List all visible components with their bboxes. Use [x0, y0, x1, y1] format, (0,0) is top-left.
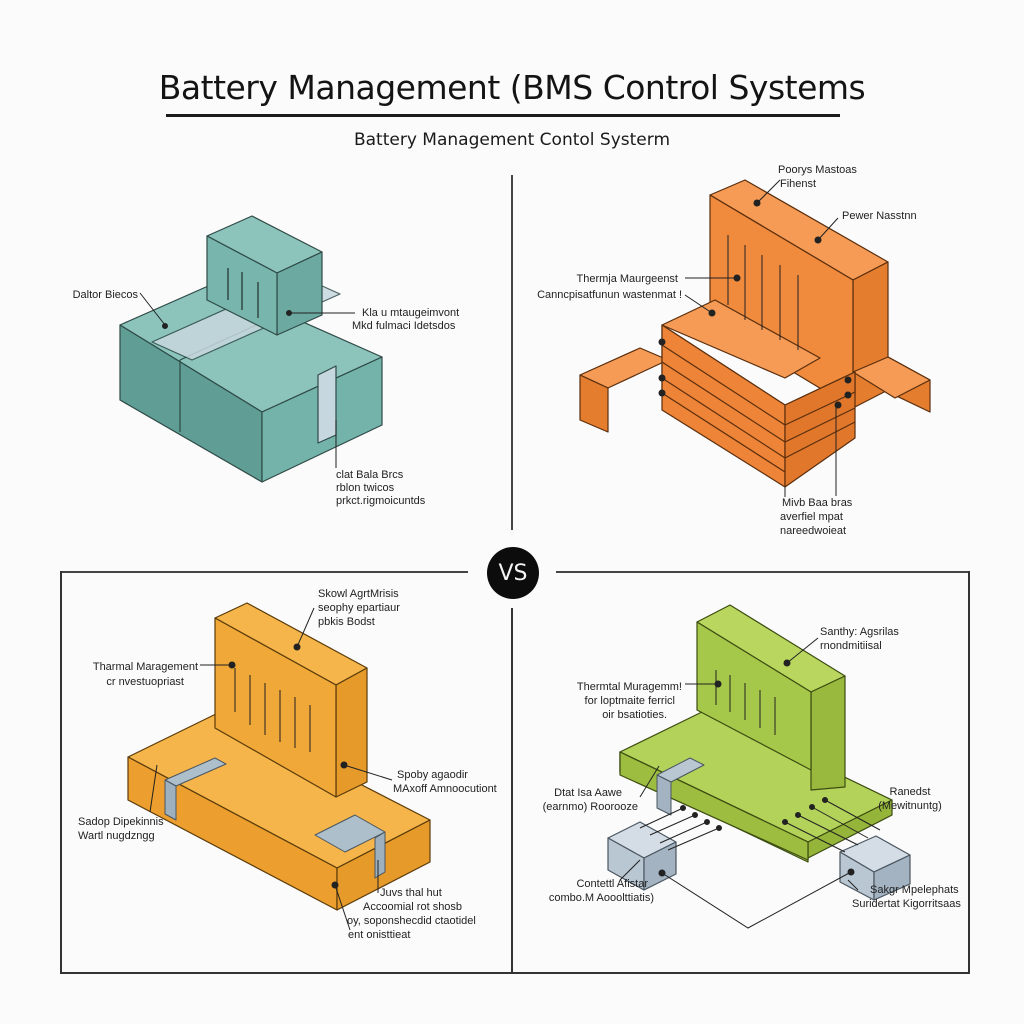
teal-label-bottom-2: rblon twicos — [336, 482, 395, 494]
teal-label-right-1: Kla u mtaugeimvont — [362, 307, 460, 319]
lime-label-left-1: Thermtal Muragemm! — [576, 681, 682, 693]
lime-connectors — [619, 637, 881, 929]
orange-label-top-1: Poorys Mastoas — [778, 164, 857, 176]
amber-steel-straps — [164, 757, 386, 879]
lime-label-top-1: Santhy: Agsrilas — [820, 626, 899, 638]
amber-label-right-2: MAxoff Amnoocutiont — [393, 783, 497, 795]
orange-label-bottom-3: nareedwoieat — [780, 525, 847, 537]
title-underline — [166, 114, 840, 117]
amber-label-left-1: Tharmal Maragement — [92, 661, 198, 673]
teal-leader-lines — [139, 292, 355, 468]
orange-label-bottom-1: Mivb Baa bras — [782, 497, 853, 509]
amber-label-bottom-2: Accoomial rot shosb — [363, 901, 463, 913]
lime-steel-bar — [656, 757, 705, 816]
orange-left-arm — [579, 347, 669, 433]
lime-left-module — [607, 821, 677, 891]
bottom-frame-left — [60, 571, 62, 974]
amber-label-left-2: cr nvestuopriast — [106, 676, 184, 688]
orange-label-left-1: Thermja Maurgeenst — [576, 273, 679, 285]
orange-right-foot — [852, 356, 931, 413]
amber-label-right-1: Spoby agaodir — [397, 769, 468, 781]
teal-label-left: Daltor Biecos — [72, 289, 138, 301]
bottom-center-divider — [511, 608, 513, 974]
amber-label-bottom-3: oy, soponshecdid ctaotidel — [347, 915, 476, 927]
bottom-frame-top-left — [60, 571, 468, 573]
vs-badge: VS — [487, 547, 539, 599]
orange-connectors — [658, 179, 852, 497]
amber-label-bottom-4: ent onisttieat — [348, 929, 411, 941]
bottom-frame-top-right — [556, 571, 970, 573]
orange-label-top-2: Fihenst — [780, 178, 817, 190]
page-title: Battery Management (BMS Control Systems — [158, 68, 866, 107]
lime-label-left-low-2: (earnmo) Roorooze — [542, 801, 638, 813]
orange-label-right: Pewer Nasstnn — [842, 210, 917, 222]
orange-layer-stack — [661, 299, 856, 488]
lime-label-bottom-left-1: Contettl Afistar — [576, 878, 648, 890]
amber-label-top-1: Skowl AgrtMrisis — [318, 588, 399, 600]
amber-label-bottom-1: Juvs thal hut — [380, 887, 442, 899]
lime-label-bottom-right-2: Suridertat Kigorritsaas — [852, 898, 961, 910]
amber-label-left-low-1: Sadop Dipekinnis — [78, 816, 164, 828]
lime-label-right-2: (Mewitnuntg) — [878, 800, 942, 812]
lime-label-right-1: Ranedst — [889, 786, 931, 798]
amber-label-left-low-2: Wartl nugdzngg — [78, 830, 155, 842]
page-subtitle: Battery Management Contol Systerm — [353, 130, 671, 150]
bottom-frame-right — [968, 571, 970, 974]
top-center-divider — [511, 175, 513, 530]
lime-label-left-3: oir bsatioties. — [602, 709, 667, 721]
lime-back-wall — [696, 604, 846, 791]
amber-label-top-3: pbkis Bodst — [318, 616, 375, 628]
lime-label-top-2: rnondmitiisal — [820, 640, 882, 652]
amber-label-top-2: seophy epartiaur — [318, 602, 400, 614]
orange-label-bottom-2: averfiel mpat — [780, 511, 843, 523]
teal-label-right-2: Mkd fulmaci Idetsdos — [352, 320, 456, 332]
teal-upper-block — [206, 215, 323, 336]
lime-label-left-2: for loptmaite ferricl — [584, 695, 675, 707]
lime-label-left-low-1: Dtat Isa Aawe — [554, 787, 622, 799]
teal-label-bottom-3: prkct.rigmoicuntds — [336, 495, 426, 507]
bottom-frame-bottom — [60, 972, 970, 974]
lime-label-bottom-left-2: combo.M Aooolttiatis) — [548, 892, 654, 904]
lime-label-bottom-right-1: Sakgr Mpelephats — [870, 884, 959, 896]
amber-connectors — [149, 607, 393, 931]
orange-label-left-2: Canncpisatfunun wastenmat ! — [537, 289, 682, 301]
teal-label-bottom-1: clat Bala Brcs — [336, 469, 404, 481]
